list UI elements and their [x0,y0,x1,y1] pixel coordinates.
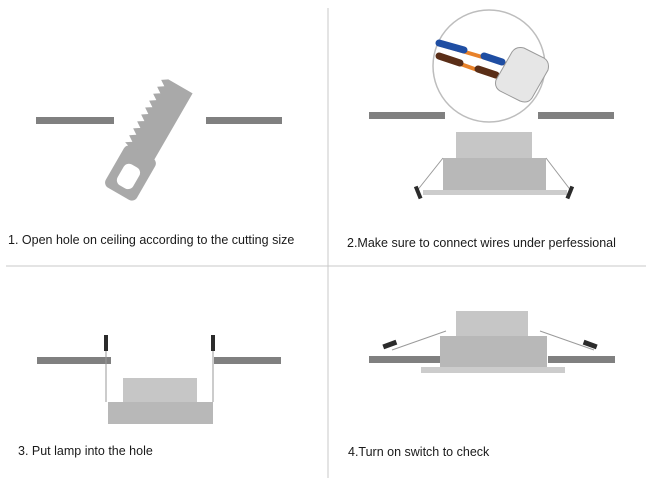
step2-spring-clip-left [413,185,423,200]
step2-spring-wire-left [415,157,444,193]
wire-brown [435,52,464,67]
wire-blue-end [480,52,506,66]
step4-lamp-trim [421,367,565,373]
step4-spring-wire-right [539,330,595,351]
step1-illustration [36,79,282,201]
step3-lamp-body [108,402,213,424]
step2-spring-wire-right [545,157,573,193]
wire-blue [435,39,468,54]
saw-icon [105,79,193,201]
step4-ceiling-right [548,356,615,363]
step3-spring-clip-left [104,335,108,351]
saw-blade [125,79,193,161]
step4-spring-clip-left [382,339,398,350]
step1-ceiling-left [36,117,114,124]
step3-ceiling-left [37,357,111,364]
step2-ceiling-right [538,112,614,119]
step4-spring-wire-left [391,330,447,351]
wire-brown-end [474,65,500,79]
step2-ceiling-left [369,112,445,119]
step1-caption: 1. Open hole on ceiling according to the… [8,233,295,247]
step2-lamp-trim [423,190,567,195]
step2-lamp-body [443,158,546,190]
step4-caption: 4.Turn on switch to check [348,445,490,459]
step3-spring-clip-right [211,335,215,351]
step2-driver-box [456,132,532,158]
connector-block [495,47,549,103]
step3-caption: 3. Put lamp into the hole [18,444,153,458]
step4-ceiling-left [369,356,440,363]
step4-driver-box [456,311,528,336]
step3-illustration [37,335,281,424]
step4-illustration [369,311,615,373]
step4-lamp-body [440,336,547,367]
step4-spring-clip-right [582,339,598,350]
step2-spring-clip-right [565,185,575,200]
saw-handle-grip [116,163,141,190]
step1-ceiling-right [206,117,282,124]
step2-illustration [369,9,614,200]
step3-ceiling-right [214,357,281,364]
step2-caption: 2.Make sure to connect wires under perfe… [347,236,616,250]
step3-driver-box [123,378,197,402]
wire-connector-icon [435,39,549,103]
